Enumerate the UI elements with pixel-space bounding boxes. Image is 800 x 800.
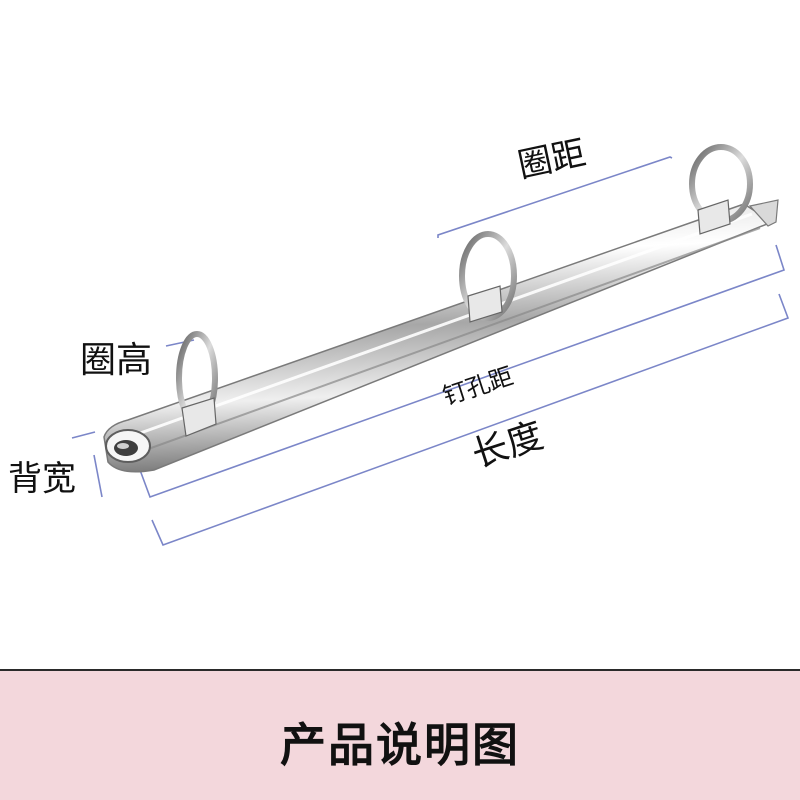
ring-height-label: 圈高 bbox=[80, 340, 153, 381]
ring-2 bbox=[459, 231, 517, 321]
dimension-lines bbox=[71, 156, 790, 547]
binder-clip-drawing bbox=[71, 144, 790, 547]
footer-banner: 产品说明图 bbox=[0, 671, 800, 800]
spine-width-dimension bbox=[93, 454, 103, 498]
ring-spacing-dimension bbox=[437, 156, 673, 238]
hole-spacing-dimension bbox=[139, 244, 785, 499]
product-diagram: 圈距 圈高 背宽 钉孔距 长度 bbox=[8, 133, 790, 547]
length-dimension bbox=[151, 293, 790, 547]
spine-width-label: 背宽 bbox=[8, 459, 76, 499]
footer-title: 产品说明图 bbox=[280, 718, 520, 772]
footer-divider bbox=[0, 669, 800, 671]
clasps bbox=[181, 199, 731, 437]
length-dimension-outer bbox=[71, 431, 96, 439]
